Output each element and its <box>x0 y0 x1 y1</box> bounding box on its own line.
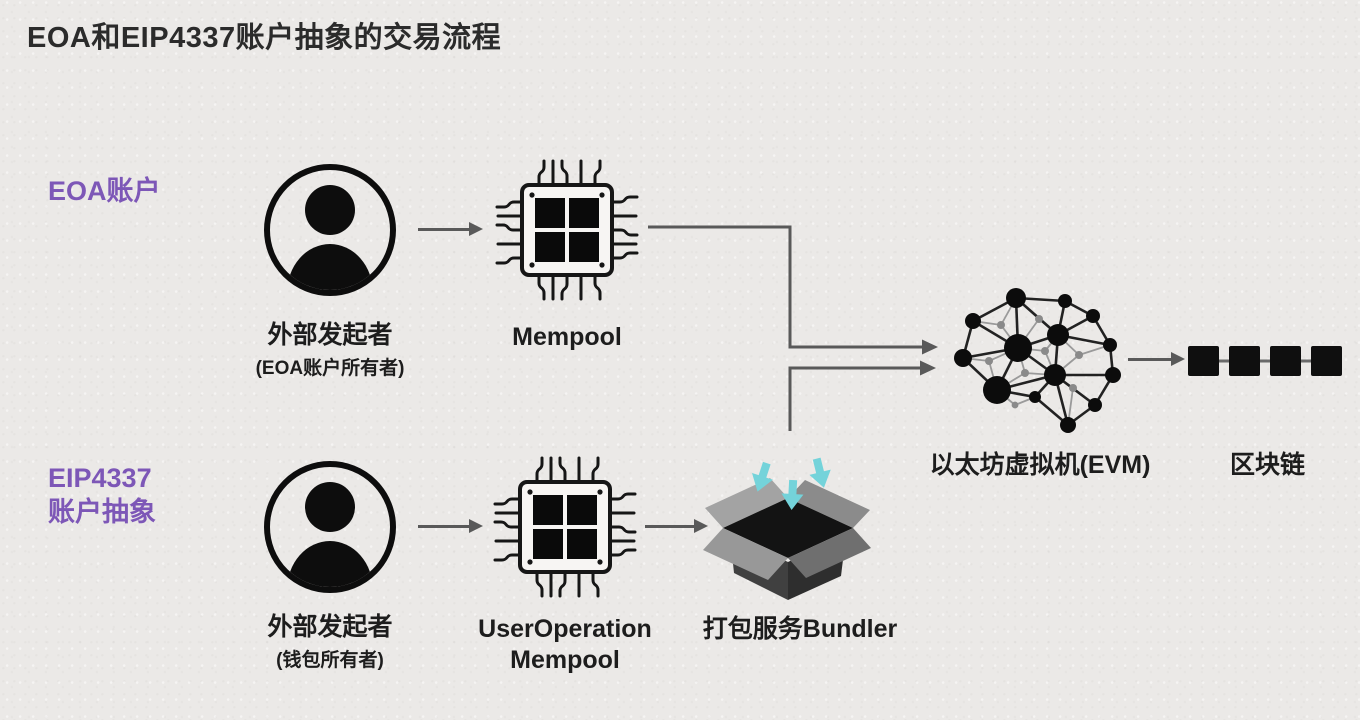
arrow-aa-user-to-mempool <box>418 519 483 533</box>
evm-label: 以太坊虚拟机(EVM) <box>929 451 1151 479</box>
bundler-label: 打包服务Bundler <box>702 615 898 643</box>
user-avatar-icon <box>260 457 400 597</box>
mempool-label: Mempool <box>512 323 622 351</box>
useroperation-mempool-label-line2: Mempool <box>510 646 620 674</box>
useroperation-chip-icon <box>493 456 637 598</box>
page-title: EOA和EIP4337账户抽象的交易流程 <box>27 22 502 54</box>
aa-actor-name: 外部发起者 <box>267 613 393 641</box>
connector-bundler-to-evm <box>788 360 936 431</box>
user-avatar-icon <box>260 160 400 300</box>
eip4337-row-label-line1: EIP4337 <box>48 463 152 493</box>
useroperation-mempool-label: UserOperation Mempool <box>465 614 665 676</box>
eip4337-row-label-line2: 账户抽象 <box>48 497 156 527</box>
bundler-open-box-icon <box>703 455 871 600</box>
eoa-actor-name: 外部发起者 <box>267 321 393 349</box>
useroperation-mempool-label-line1: UserOperation <box>478 615 652 643</box>
arrow-mempool-to-bundler <box>645 519 708 533</box>
blockchain-label: 区块链 <box>1229 451 1305 479</box>
connector-mempool-to-evm <box>648 225 938 355</box>
blockchain-linked-blocks-icon <box>1188 346 1342 376</box>
evm-network-graph-icon <box>954 288 1121 433</box>
mempool-chip-icon <box>495 159 639 301</box>
eip4337-row-label: EIP4337 账户抽象 <box>48 461 156 529</box>
arrow-eoa-user-to-mempool <box>418 222 483 236</box>
eoa-actor-sub: (EOA账户所有者) <box>255 358 405 379</box>
aa-actor-sub: (钱包所有者) <box>276 650 384 671</box>
arrow-evm-to-blockchain <box>1128 352 1185 366</box>
eoa-row-label: EOA账户 <box>48 176 161 206</box>
